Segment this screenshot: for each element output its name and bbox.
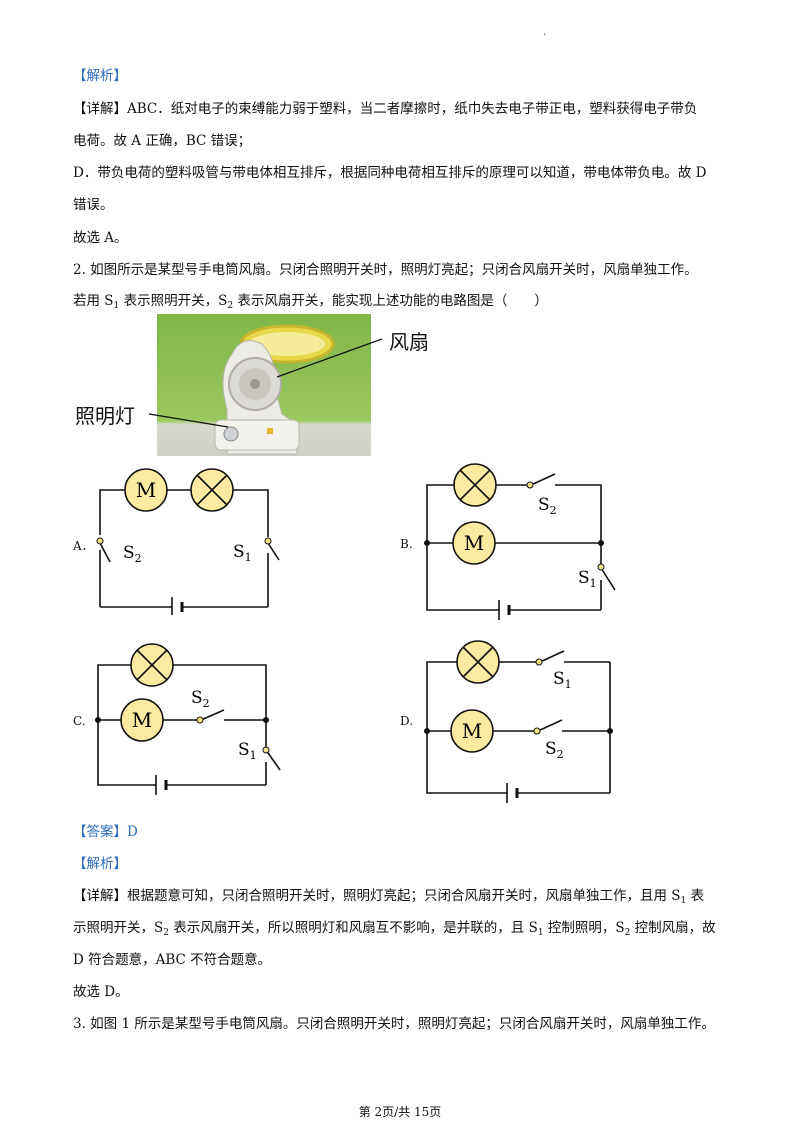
analysis-label-2: 【解析】 bbox=[73, 856, 127, 872]
circuit-c: M S2 S1 bbox=[95, 643, 281, 795]
svg-text:S2: S2 bbox=[191, 688, 210, 710]
flashlight-fan-photo bbox=[157, 314, 371, 456]
circuit-b: M S2 S1 bbox=[424, 463, 616, 620]
svg-text:M: M bbox=[462, 719, 482, 743]
svg-text:S1: S1 bbox=[578, 568, 597, 590]
question-3-line: 3. 如图 1 所示是某型号手电筒风扇。只闭合照明开关时，照明灯亮起；只闭合风扇… bbox=[73, 1016, 715, 1032]
detail-line-1a: 【详解】ABC．纸对电子的束缚能力弱于塑料，当二者摩擦时，纸巾失去电子带正电，塑… bbox=[73, 101, 698, 117]
svg-text:M: M bbox=[464, 531, 484, 555]
option-d-label: D. bbox=[400, 714, 414, 728]
question-2-line-b: 若用 S1 表示照明开关，S2 表示风扇开关，能实现上述功能的电路图是（ ） bbox=[73, 293, 548, 311]
circuit-d: M S1 S2 bbox=[424, 640, 613, 803]
option-a-label: A． bbox=[73, 539, 94, 553]
svg-text:S2: S2 bbox=[538, 495, 557, 517]
option-c-label: C. bbox=[73, 714, 86, 728]
question-2-line-a: 2. 如图所示是某型号手电筒风扇。只闭合照明开关时，照明灯亮起；只闭合风扇开关时… bbox=[73, 262, 698, 278]
svg-text:M: M bbox=[132, 708, 152, 732]
svg-text:M: M bbox=[136, 478, 156, 502]
motor-a bbox=[124, 468, 168, 512]
analysis-label-1: 【解析】 bbox=[73, 68, 127, 84]
light-leader-line bbox=[148, 413, 229, 428]
detail-2-line-a: 【详解】根据题意可知，只闭合照明开关时，照明灯亮起；只闭合风扇开关时，风扇单独工… bbox=[73, 888, 705, 906]
choose-line-2: 故选 D。 bbox=[73, 984, 129, 1000]
detail-2-line-c: D 符合题意，ABC 不符合题意。 bbox=[73, 952, 272, 968]
answer-line: 【答案】D bbox=[73, 824, 138, 840]
option-b-label: B. bbox=[400, 537, 413, 551]
detail-2-line-b: 示照明开关，S2 表示风扇开关，所以照明灯和风扇互不影响，是并联的，且 S1 控… bbox=[73, 920, 716, 938]
detail-line-1b: 电荷。故 A 正确，BC 错误； bbox=[73, 133, 252, 149]
svg-text:S2: S2 bbox=[123, 543, 142, 565]
page-footer: 第 2页/共 15页 bbox=[358, 1105, 442, 1119]
circuit-a: M S2 S1 bbox=[96, 468, 280, 615]
svg-text:S2: S2 bbox=[545, 739, 564, 761]
fan-label: 风扇 bbox=[389, 330, 429, 354]
light-label: 照明灯 bbox=[75, 404, 135, 428]
svg-text:S1: S1 bbox=[553, 669, 572, 691]
photo-leader-lines bbox=[276, 338, 383, 378]
detail-d-line-a: D．带负电荷的塑料吸管与带电体相互排斥，根据同种电荷相互排斥的原理可以知道，带电… bbox=[73, 165, 707, 181]
motor-c bbox=[120, 698, 164, 742]
page-mark: · bbox=[543, 30, 547, 41]
motor-d bbox=[450, 709, 494, 753]
choose-line-1: 故选 A。 bbox=[73, 230, 128, 246]
motor-b bbox=[452, 521, 496, 565]
svg-text:S1: S1 bbox=[238, 740, 257, 762]
svg-text:S1: S1 bbox=[233, 542, 252, 564]
detail-d-line-b: 错误。 bbox=[73, 197, 114, 213]
